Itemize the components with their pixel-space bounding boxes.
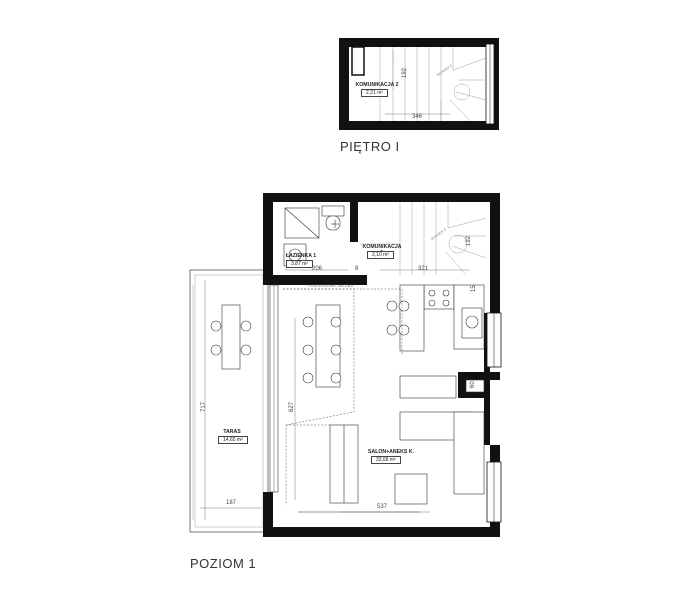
terrace-dining [210,304,252,370]
kitchen [399,284,485,399]
dim-upper-height: 192 [402,67,408,78]
indoor-dining [302,304,342,388]
wall-nook-bottom [458,390,490,398]
dim-komunikacja-width: 321 [418,266,429,272]
wall-kitchen-nook [458,372,466,398]
bar-stools [386,300,410,336]
counter-left [399,284,425,352]
room-area-taras: 14,65 m² [218,436,248,444]
level-upper-label: PIĘTRO I [340,139,400,154]
room-area-komunikacja1: 2,10 m² [367,251,394,259]
wall-bottom [263,527,500,537]
room-name-salon: SALON+ANEKS K. [368,449,414,455]
upper-wall-left [339,38,349,130]
wall-lazienka-divider [350,202,358,242]
room-area-komunikacja2: 2,21 m² [361,89,388,97]
upper-floor [339,38,499,130]
cooktop [423,284,455,310]
wall-left-upper [263,193,273,285]
kitchen-island [399,375,457,399]
toilet-bowl [325,215,341,231]
dim-side-b: 60 [470,381,476,388]
room-name-lazienka1: ŁAZIENKA 1 [285,253,317,259]
coffee-table [394,473,428,505]
living [329,411,485,505]
upper-wall-bottom [339,121,499,130]
wall-right-upper [490,193,500,313]
sofa-corner [453,411,485,495]
ground-stairs [360,202,487,276]
terrace-table [221,304,241,370]
upper-stairs [379,47,487,122]
room-area-lazienka1: 3,87 m² [286,260,313,268]
wall-right-mid [484,313,490,445]
dim-taras-width: 187 [226,500,237,506]
dim-upper-width: 346 [412,114,423,120]
room-name-taras: TARAS [223,429,241,435]
nook-fixture [465,379,485,393]
level-ground-label: POZIOM 1 [190,556,257,571]
terrace-inner [194,274,264,528]
dim-lazienka-width: 206 [312,266,323,272]
room-area-salon: 33,66 m² [371,456,401,464]
wall-top [263,193,500,202]
dim-partition: 8 [355,266,359,272]
wall-kitchen-step [458,372,500,380]
dimension-lines [200,269,470,520]
dim-salon-height: 627 [289,401,295,412]
dashed-zones [283,288,403,505]
dim-taras-height: 717 [201,401,207,412]
toilet-tank [321,205,345,217]
wall-lazienka-bottom [273,275,367,285]
dim-side-a: 15 [471,285,477,292]
room-name-komunikacja2: KOMUNIKACJA 2 [355,82,399,88]
note-poszerzenie: POSZERZENIE SALONU [308,284,354,288]
wall-left-lower [263,492,273,537]
dim-stair-height: 192 [466,235,472,246]
ground-floor [189,193,502,537]
upper-wall-top [339,38,499,47]
upper-niche [351,46,365,76]
dim-salon-width: 537 [377,504,388,510]
